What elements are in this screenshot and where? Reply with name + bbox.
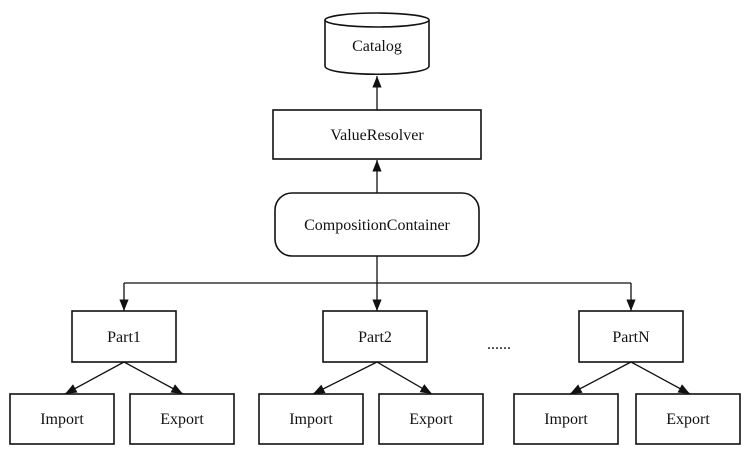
part2-export-box [378, 393, 484, 445]
part2-group: Part2 Import Export [258, 310, 484, 445]
part1-import-label: Import [40, 411, 84, 428]
part1-group: Part1 Import Export [9, 310, 235, 445]
arrow-part2-import [312, 361, 378, 395]
value-resolver-label: ValueResolver [330, 127, 424, 144]
container-to-parts-connector [119, 256, 636, 311]
value-resolver-node: ValueResolver [272, 109, 482, 160]
parts-ellipsis: ...... [487, 336, 511, 353]
part2-import-label: Import [289, 411, 333, 428]
catalog-node: Catalog [324, 12, 430, 76]
composition-container-label: CompositionContainer [304, 217, 450, 234]
partn-export-box [635, 393, 741, 445]
catalog-label: Catalog [352, 38, 402, 55]
partn-export-label: Export [666, 411, 710, 428]
part1-import-box [9, 393, 115, 445]
partn-import-box [513, 393, 619, 445]
arrow-part1-export [123, 361, 184, 395]
arrow-part1-import [64, 361, 125, 395]
part1-label: Part1 [107, 329, 141, 346]
partn-import-label: Import [544, 411, 588, 428]
composition-container-node: CompositionContainer [274, 192, 480, 257]
part1-box [71, 310, 177, 363]
part2-box [322, 310, 428, 363]
arrow-part2-export [376, 361, 433, 395]
partn-group: PartN Import Export [513, 310, 741, 445]
partn-label: PartN [612, 329, 650, 346]
part2-export-label: Export [409, 411, 453, 428]
part1-export-label: Export [160, 411, 204, 428]
part2-label: Part2 [358, 329, 392, 346]
arrow-partn-export [630, 361, 691, 395]
part2-import-box [258, 393, 364, 445]
part1-export-box [129, 393, 235, 445]
arrow-partn-import [569, 361, 632, 395]
